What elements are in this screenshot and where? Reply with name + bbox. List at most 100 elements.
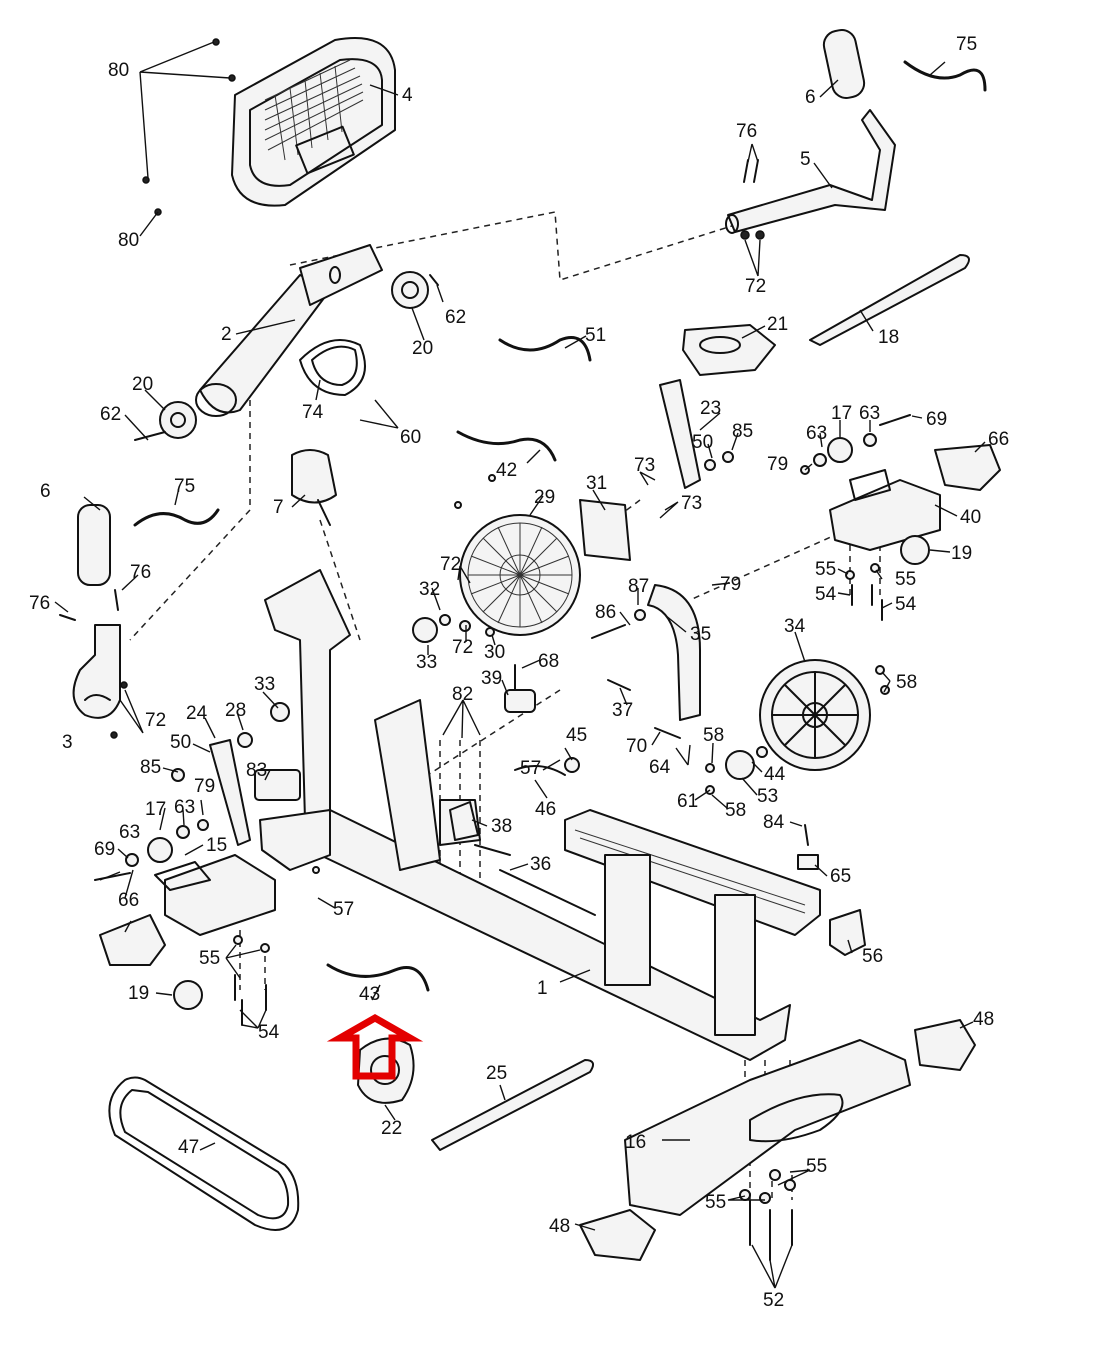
callout-72: 72 xyxy=(745,276,766,297)
callout-48: 48 xyxy=(973,1009,994,1030)
callout-6: 6 xyxy=(805,87,816,108)
console xyxy=(142,37,396,216)
callout-39: 39 xyxy=(481,668,502,689)
callout-33: 33 xyxy=(254,674,275,695)
callout-labels: 80 80 4 2 62 20 20 62 74 60 6 75 76 5 72… xyxy=(29,34,1009,1311)
callout-73: 73 xyxy=(634,455,655,476)
callout-4: 4 xyxy=(402,85,413,106)
callout-55: 55 xyxy=(815,559,836,580)
callout-7: 7 xyxy=(273,497,284,518)
callout-50: 50 xyxy=(170,732,191,753)
callout-45: 45 xyxy=(566,725,587,746)
callout-84: 84 xyxy=(763,812,785,833)
callout-76: 76 xyxy=(736,121,757,142)
callout-18: 18 xyxy=(878,327,899,348)
callout-85: 85 xyxy=(140,757,161,778)
callout-47: 47 xyxy=(178,1137,199,1158)
callout-55: 55 xyxy=(806,1156,827,1177)
callout-75: 75 xyxy=(956,34,977,55)
callout-83: 83 xyxy=(246,760,267,781)
callout-69: 69 xyxy=(94,839,115,860)
callout-79: 79 xyxy=(720,574,741,595)
callout-1: 1 xyxy=(537,978,548,999)
callout-52: 52 xyxy=(763,1290,784,1311)
callout-62: 62 xyxy=(445,307,466,328)
callout-76: 76 xyxy=(130,562,151,583)
callout-40: 40 xyxy=(960,507,981,528)
callout-37: 37 xyxy=(612,700,633,721)
callout-57: 57 xyxy=(333,899,354,920)
callout-20: 20 xyxy=(412,338,433,359)
callout-28: 28 xyxy=(225,700,246,721)
callout-56: 56 xyxy=(862,946,883,967)
frame xyxy=(259,569,821,1061)
callout-30: 30 xyxy=(484,642,505,663)
callout-68: 68 xyxy=(538,651,559,672)
callout-82: 82 xyxy=(452,684,473,705)
callout-23: 23 xyxy=(700,398,721,419)
callout-43: 43 xyxy=(359,984,380,1005)
part-22-bracket xyxy=(357,1037,415,1104)
callout-21: 21 xyxy=(767,314,788,335)
callout-25: 25 xyxy=(486,1063,507,1084)
callout-74: 74 xyxy=(302,402,324,423)
callout-64: 64 xyxy=(649,757,671,778)
callout-19: 19 xyxy=(128,983,149,1004)
callout-76: 76 xyxy=(29,593,50,614)
callout-66: 66 xyxy=(988,429,1009,450)
callout-63: 63 xyxy=(859,403,880,424)
callout-54: 54 xyxy=(815,584,837,605)
callout-65: 65 xyxy=(830,866,851,887)
callout-66: 66 xyxy=(118,890,139,911)
callout-86: 86 xyxy=(595,602,616,623)
callout-58: 58 xyxy=(896,672,917,693)
callout-33: 33 xyxy=(416,652,437,673)
callout-34: 34 xyxy=(784,616,806,637)
callout-63: 63 xyxy=(119,822,140,843)
callout-5: 5 xyxy=(800,149,811,170)
callout-58: 58 xyxy=(725,800,746,821)
callout-24: 24 xyxy=(186,703,208,724)
callout-60: 60 xyxy=(400,427,421,448)
callout-48: 48 xyxy=(549,1216,570,1237)
callout-80: 80 xyxy=(118,230,139,251)
callout-63: 63 xyxy=(806,423,827,444)
callout-54: 54 xyxy=(258,1022,280,1043)
callout-72: 72 xyxy=(440,554,461,575)
highlight-arrow xyxy=(326,1013,424,1080)
callout-58: 58 xyxy=(703,725,724,746)
leader-lines xyxy=(54,41,986,1289)
callout-63: 63 xyxy=(174,797,195,818)
callout-42: 42 xyxy=(496,460,517,481)
callout-50: 50 xyxy=(692,432,713,453)
callout-73: 73 xyxy=(681,493,702,514)
callout-3: 3 xyxy=(62,732,73,753)
callout-54: 54 xyxy=(895,594,917,615)
callout-80: 80 xyxy=(108,60,129,81)
callout-55: 55 xyxy=(705,1192,726,1213)
callout-72: 72 xyxy=(452,637,473,658)
callout-79: 79 xyxy=(194,776,215,797)
callout-62: 62 xyxy=(100,404,121,425)
callout-2: 2 xyxy=(221,324,232,345)
callout-87: 87 xyxy=(628,576,649,597)
callout-51: 51 xyxy=(585,325,606,346)
wire-harnesses xyxy=(133,60,987,992)
callout-16: 16 xyxy=(625,1132,646,1153)
callout-61: 61 xyxy=(677,791,698,812)
callout-31: 31 xyxy=(586,473,607,494)
callout-36: 36 xyxy=(530,854,551,875)
callout-72: 72 xyxy=(145,710,166,731)
fasteners xyxy=(59,159,911,1261)
drive-assembly xyxy=(209,324,871,846)
callout-15: 15 xyxy=(206,835,227,856)
console-mast xyxy=(159,244,429,439)
callout-70: 70 xyxy=(626,736,647,757)
callout-57: 57 xyxy=(520,758,541,779)
callout-20: 20 xyxy=(132,374,153,395)
callout-17: 17 xyxy=(145,799,166,820)
handlebar xyxy=(72,29,896,719)
callout-35: 35 xyxy=(690,624,711,645)
callout-75: 75 xyxy=(174,476,195,497)
